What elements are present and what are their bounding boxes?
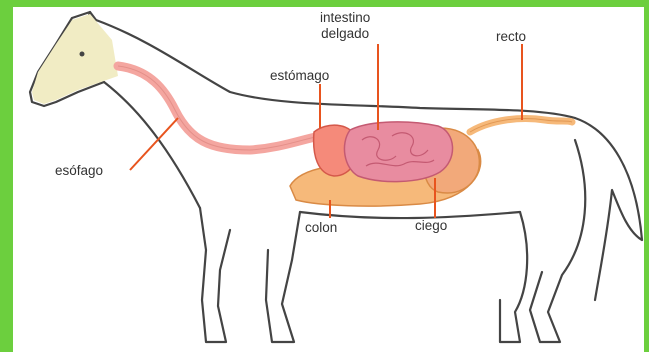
label-esofago: esófago [55,163,103,179]
label-intestino-delgado-line1: intestino [320,10,370,26]
horse-eye [80,52,85,57]
label-colon: colon [305,220,337,236]
label-recto: recto [496,29,526,45]
small-intestine [344,122,452,182]
label-intestino-delgado-line2: delgado [320,26,370,42]
label-estomago: estómago [270,68,329,84]
label-ciego: ciego [415,218,447,234]
horse-head-fill [32,14,118,104]
label-intestino-delgado: intestino delgado [320,10,370,42]
leader-line-esofago [130,118,178,170]
